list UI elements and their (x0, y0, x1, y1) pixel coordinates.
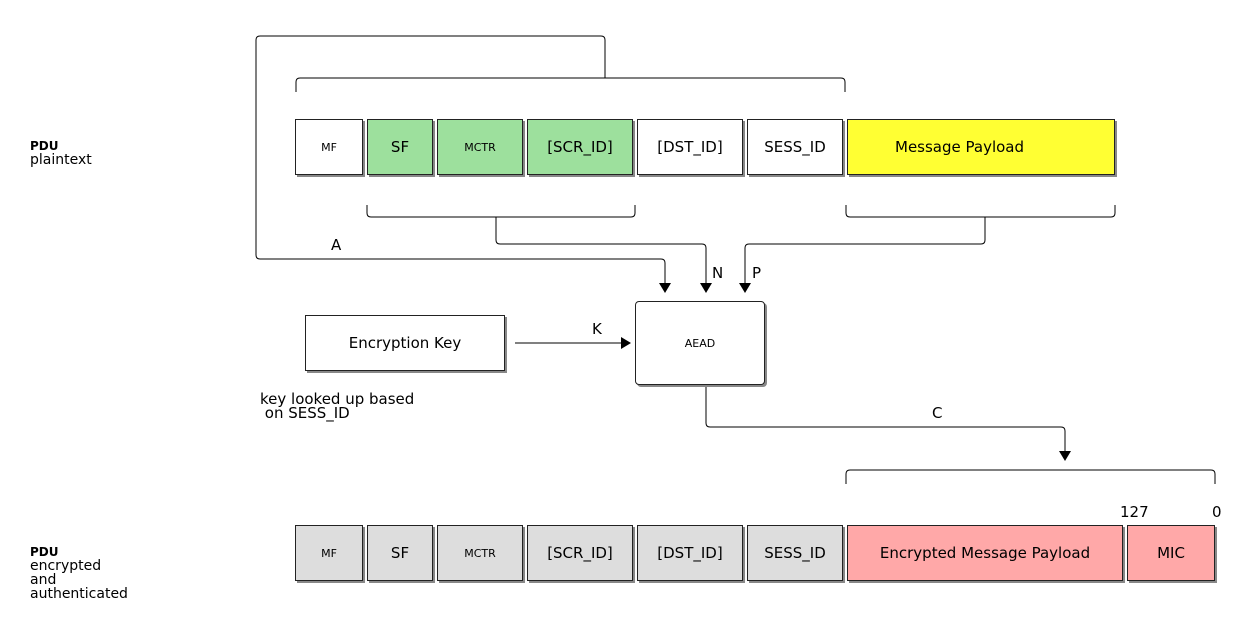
plaintext-field-sf: SF (367, 119, 433, 175)
edge-label-p: P (752, 264, 762, 282)
payload-bracket (845, 205, 1116, 218)
key-note-line1: key looked up based (260, 390, 415, 408)
encrypted-field-message-payload: Encrypted Message Payload (847, 525, 1123, 581)
authenticated-label: authenticated (30, 586, 128, 602)
n-arrow-line (495, 217, 712, 293)
plaintext-field-dst-id: [DST_ID] (637, 119, 743, 175)
key-note-line2: on SESS_ID (260, 404, 350, 422)
plaintext-field-scr-id: [SCR_ID] (527, 119, 633, 175)
encrypted-field-dst-id: [DST_ID] (637, 525, 743, 581)
encrypted-field-sf: SF (367, 525, 433, 581)
p-arrow-line (739, 217, 986, 293)
and-label: and (30, 572, 57, 588)
encrypted-field-mic: MIC (1127, 525, 1215, 581)
plaintext-field-sess-id: SESS_ID (747, 119, 843, 175)
key-lookup-note: key looked up based on SESS_ID (260, 390, 415, 422)
edge-label-n: N (712, 264, 724, 282)
plaintext-field-mctr: MCTR (437, 119, 523, 175)
plaintext-label: plaintext (30, 152, 92, 168)
ciphertext-bracket (845, 469, 1216, 484)
nonce-bracket (366, 205, 636, 218)
plaintext-field-message-payload: Message Payload (847, 119, 1115, 175)
encrypted-field-sess-id: SESS_ID (747, 525, 843, 581)
edge-label-k: K (592, 320, 602, 338)
encrypted-field-scr-id: [SCR_ID] (527, 525, 633, 581)
plaintext-field-mf: MF (295, 119, 363, 175)
encryption-key-box: Encryption Key (305, 315, 505, 371)
encrypted-field-mf: MF (295, 525, 363, 581)
aad-bracket (295, 77, 846, 92)
pdu-label: PDU (30, 545, 59, 559)
mic-bit-high-label: 127 (1120, 503, 1149, 521)
edge-label-a: A (331, 236, 342, 254)
encrypted-pdu-label: PDU encrypted and authenticated (30, 545, 128, 601)
c-arrow-line (705, 386, 1071, 461)
mic-bit-low-label: 0 (1212, 503, 1222, 521)
a-arrow-line (255, 35, 671, 293)
aead-box: AEAD (635, 301, 765, 385)
plaintext-pdu-label: PDU plaintext (30, 139, 92, 167)
encrypted-label: encrypted (30, 558, 102, 574)
encrypted-field-mctr: MCTR (437, 525, 523, 581)
edge-label-c: C (932, 404, 943, 422)
pdu-label: PDU (30, 139, 59, 153)
